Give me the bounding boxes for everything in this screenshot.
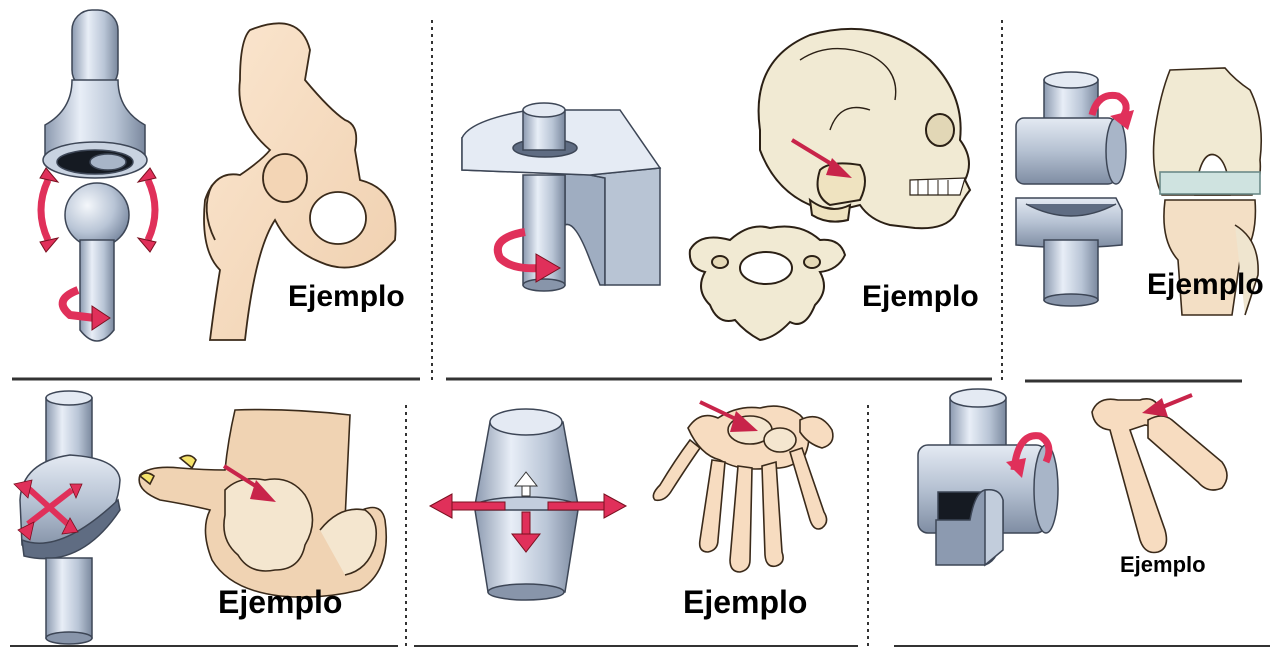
example-label-plane: Ejemplo <box>683 584 807 621</box>
atlas-vertebra-icon <box>690 227 845 341</box>
example-label-hinge: Ejemplo <box>1147 268 1264 302</box>
skull-atlas-icon <box>759 29 970 228</box>
example-label-pivot: Ejemplo <box>862 280 979 314</box>
example-label-ball-socket: Ejemplo <box>288 280 405 314</box>
hinge-model-icon <box>1016 72 1126 306</box>
example-label-saddle: Ejemplo <box>218 584 342 621</box>
pivot-model-icon <box>462 103 660 291</box>
example-label-condyloid: Ejemplo <box>1120 552 1206 578</box>
plane-glide-arrows <box>430 472 626 552</box>
finger-bones-icon <box>1092 399 1227 553</box>
foot-bones-icon <box>139 410 386 598</box>
condyloid-model-icon <box>918 389 1058 565</box>
ball-and-socket-model-icon <box>43 10 147 341</box>
